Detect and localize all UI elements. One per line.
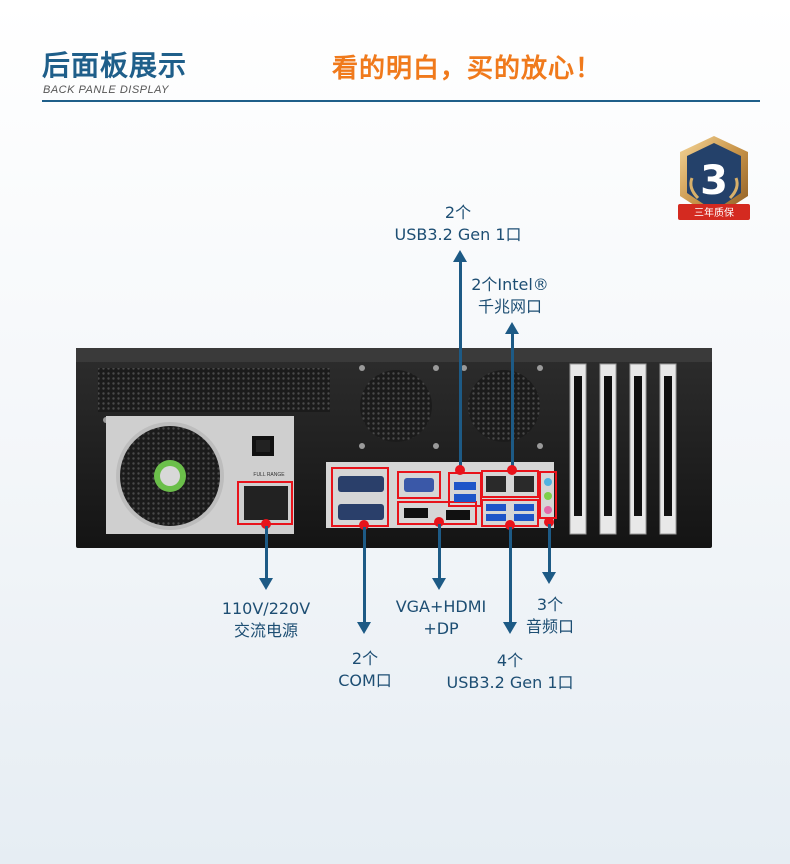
callout-video-line2: +DP [423,619,459,638]
callout-com: 2个 COM口 [310,648,420,692]
slogan: 看的明白，买的放心！ [332,54,603,84]
callout-usb-top: 2个 USB3.2 Gen 1口 [368,202,548,246]
callout-lan: 2个Intel® 千兆网口 [440,274,580,318]
badge-text: 三年质保 [694,206,734,219]
line-lan [511,334,514,470]
callout-usb-top-count: 2个 [444,203,472,222]
arrow-power [259,578,273,590]
marker-power [261,519,271,529]
callout-com-text: COM口 [338,671,392,690]
arrow-usb-bottom [503,622,517,634]
callout-video-line1: VGA+HDMI [395,597,487,616]
callout-video: VGA+HDMI +DP [376,596,506,640]
callout-audio: 3个 音频口 [505,594,595,638]
badge-number: 3 [700,158,728,204]
psu-label: FULL RANGE [253,472,285,478]
marker-usb-bottom [505,520,515,530]
marker-usb-top [455,465,465,475]
callout-usb-bottom: 4个 USB3.2 Gen 1口 [420,650,600,694]
callout-usb-bottom-count: 4个 [496,651,524,670]
callout-power-text: 交流电源 [233,621,298,640]
page-subtitle: BACK PANLE DISPLAY [43,84,169,96]
line-video [438,524,441,578]
marker-lan [507,465,517,475]
callout-audio-count: 3个 [536,595,564,614]
marker-video [434,517,444,527]
callout-power-voltage: 110V/220V [221,599,311,618]
line-usb-bottom [509,527,512,623]
line-usb-top [459,262,462,470]
line-com [363,527,366,623]
callout-usb-top-text: USB3.2 Gen 1口 [394,225,522,244]
marker-com [359,520,369,530]
arrow-usb-top [453,250,467,262]
page-title: 后面板展示 [42,49,188,82]
header-divider [42,100,760,102]
warranty-badge-icon: 3 三年质保 [678,136,750,220]
callout-lan-count: 2个Intel® [471,275,549,294]
arrow-lan [505,322,519,334]
line-audio [548,524,551,572]
line-power [265,526,268,578]
callout-usb-bottom-text: USB3.2 Gen 1口 [446,673,574,692]
callout-power: 110V/220V 交流电源 [196,598,336,642]
callout-com-count: 2个 [351,649,379,668]
callout-lan-text: 千兆网口 [477,297,542,316]
arrow-video [432,578,446,590]
marker-audio [544,517,554,527]
callout-audio-text: 音频口 [525,617,574,636]
arrow-audio [542,572,556,584]
arrow-com [357,622,371,634]
chassis-back-panel: FULL RANGE [76,348,712,548]
